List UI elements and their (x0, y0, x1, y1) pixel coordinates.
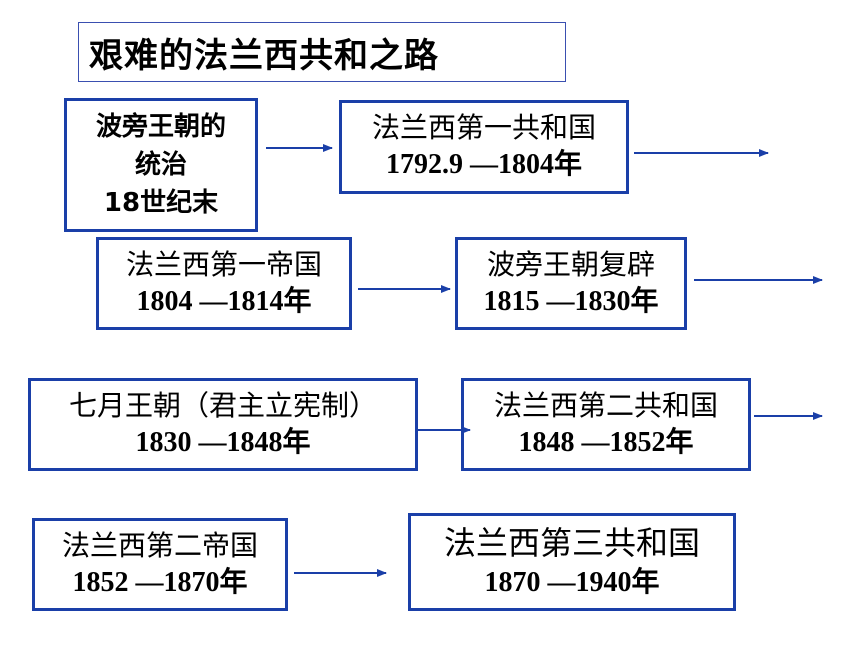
node-period: 1792.9 —1804年 (385, 149, 582, 180)
node-bourbon-rule: 波旁王朝的 统治 18世纪末 (64, 98, 258, 232)
node-period: 1852 —1870年 (72, 566, 248, 598)
node-period: 1804 —1814年 (136, 285, 312, 317)
page-title: 艰难的法兰西共和之路 (89, 35, 439, 76)
node-name: 法兰西第一帝国 (125, 247, 322, 281)
node-name: 七月王朝（君主立宪制） (68, 388, 377, 422)
node-period: 1815 —1830年 (483, 285, 659, 317)
node-label-line-3: 18世纪末 (103, 188, 219, 218)
node-label-line-2: 统治 (134, 150, 187, 180)
node-third-republic: 法兰西第三共和国 1870 —1940年 (408, 513, 736, 611)
node-first-empire: 法兰西第一帝国 1804 —1814年 (96, 237, 352, 330)
node-name: 法兰西第三共和国 (443, 524, 700, 562)
node-label-line-1: 波旁王朝的 (95, 112, 226, 142)
node-name: 法兰西第二共和国 (493, 388, 718, 422)
node-july-monarchy: 七月王朝（君主立宪制） 1830 —1848年 (28, 378, 418, 471)
node-name: 法兰西第二帝国 (61, 528, 258, 562)
node-period: 1848 —1852年 (518, 426, 694, 458)
node-first-republic: 法兰西第一共和国 1792.9 —1804年 (339, 100, 629, 194)
node-second-empire: 法兰西第二帝国 1852 —1870年 (32, 518, 288, 611)
title-box: 艰难的法兰西共和之路 (78, 22, 566, 82)
node-period: 1870 —1940年 (484, 567, 660, 598)
node-period: 1830 —1848年 (135, 426, 311, 458)
node-name: 法兰西第一共和国 (371, 111, 596, 144)
node-name: 波旁王朝复辟 (486, 247, 655, 281)
node-second-republic: 法兰西第二共和国 1848 —1852年 (461, 378, 751, 471)
node-bourbon-restoration: 波旁王朝复辟 1815 —1830年 (455, 237, 687, 330)
